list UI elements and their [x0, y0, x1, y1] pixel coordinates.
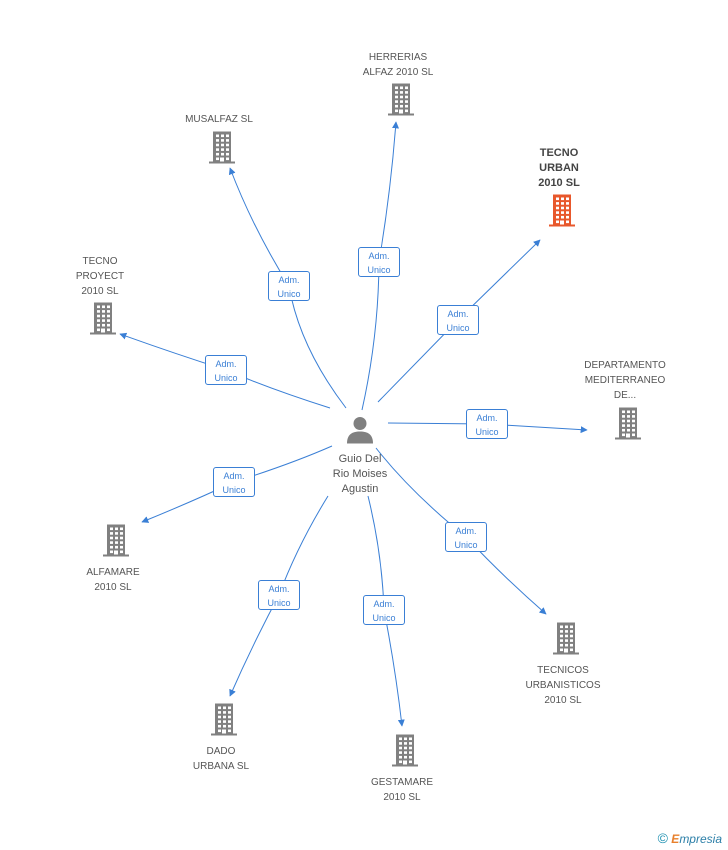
building-icon-musalfaz[interactable]	[207, 130, 237, 169]
building-icon-tecnicos[interactable]	[551, 621, 581, 660]
company-label-herrerias[interactable]: HERRERIAS ALFAZ 2010 SL	[362, 52, 434, 78]
role-badge-departamento: Adm. Unico	[466, 409, 508, 439]
company-label-departamento[interactable]: DEPARTAMENTO MEDITERRANEO DE...	[584, 360, 666, 401]
copyright-symbol: ©	[657, 830, 668, 846]
building-icon-dado[interactable]	[209, 702, 239, 741]
role-badge-tecno-proyect: Adm. Unico	[205, 355, 247, 385]
company-label-alfamare[interactable]: ALFAMARE 2010 SL	[86, 567, 140, 593]
company-label-dado[interactable]: DADO URBANA SL	[192, 746, 250, 772]
role-badge-gestamare: Adm. Unico	[363, 595, 405, 625]
role-badge-tecnicos: Adm. Unico	[445, 522, 487, 552]
brand-name: mpresia	[679, 832, 722, 846]
role-badge-alfamare: Adm. Unico	[213, 467, 255, 497]
company-label-tecnicos[interactable]: TECNICOS URBANISTICOS 2010 SL	[525, 665, 601, 706]
building-icon-tecno-proyect[interactable]	[88, 301, 118, 340]
brand-initial: E	[671, 832, 680, 846]
building-icon-departamento[interactable]	[613, 406, 643, 445]
role-badge-dado: Adm. Unico	[258, 580, 300, 610]
role-badge-musalfaz: Adm. Unico	[268, 271, 310, 301]
person-icon[interactable]	[346, 416, 374, 449]
building-icon-gestamare[interactable]	[390, 733, 420, 772]
company-label-musalfaz[interactable]: MUSALFAZ SL	[185, 114, 253, 125]
building-icon-alfamare[interactable]	[101, 523, 131, 562]
building-icon-tecno-urban[interactable]	[547, 193, 577, 232]
building-icon-herrerias[interactable]	[386, 82, 416, 121]
role-badge-herrerias: Adm. Unico	[358, 247, 400, 277]
company-label-tecno-proyect[interactable]: TECNO PROYECT 2010 SL	[75, 256, 125, 297]
company-label-gestamare[interactable]: GESTAMARE 2010 SL	[370, 777, 434, 803]
copyright-footer: © Empresia	[658, 830, 722, 846]
role-badge-tecno-urban: Adm. Unico	[437, 305, 479, 335]
company-label-tecno-urban[interactable]: TECNO URBAN 2010 SL	[538, 147, 580, 189]
person-name-label[interactable]: Guio Del Rio Moises Agustin	[332, 453, 388, 495]
